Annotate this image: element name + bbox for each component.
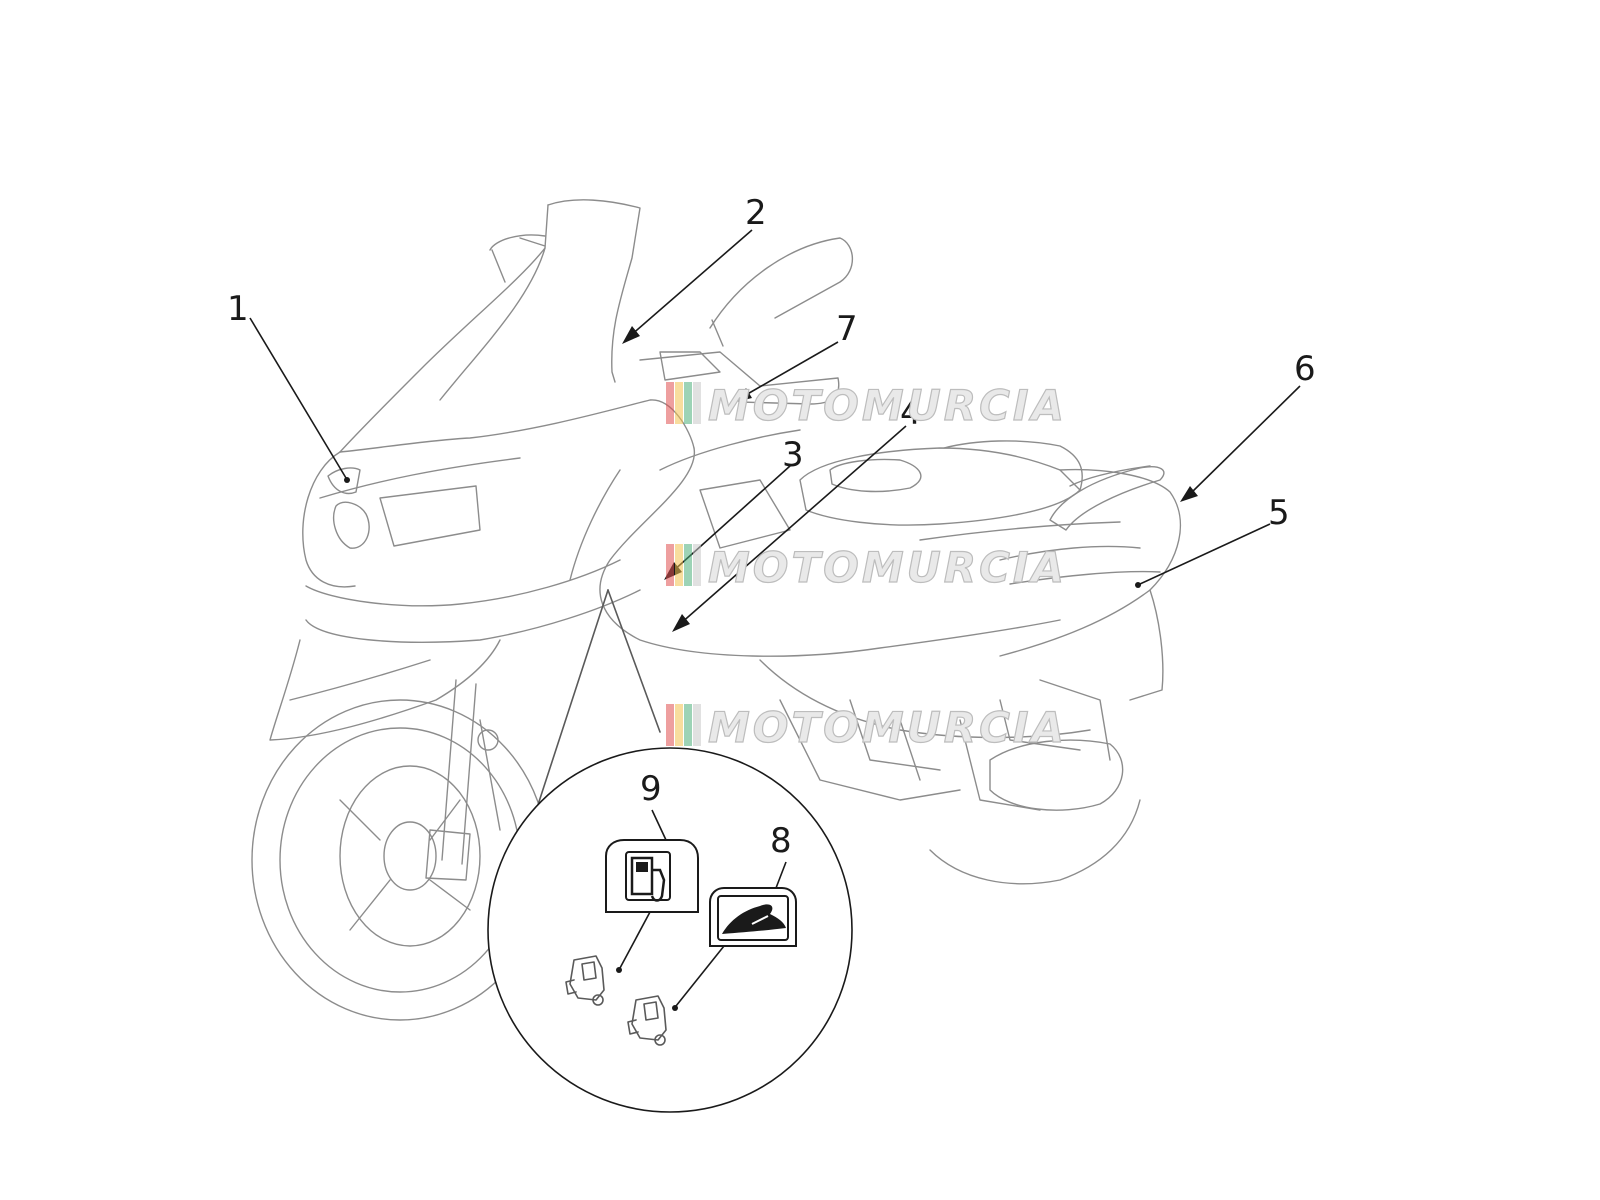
wm-stripe [684,382,692,424]
wm-stripe [666,382,674,424]
wm-stripe [666,704,674,746]
callout-5: 5 [1268,493,1290,533]
fuel-decal [605,839,699,913]
watermark-3: MOTOMURCIA [666,702,1067,753]
wm-stripe [675,382,683,424]
detail-view [487,589,853,1113]
wm-stripe [693,382,701,424]
latch-part-left [565,955,605,1006]
wm-stripe [684,704,692,746]
callout-7: 7 [836,309,858,349]
watermark-text: MOTOMURCIA [708,703,1067,752]
watermark-text: MOTOMURCIA [708,543,1067,592]
watermark-2: MOTOMURCIA [666,542,1067,593]
watermark-text: MOTOMURCIA [708,381,1067,430]
detail-circle [487,747,853,1113]
fuel-pump-icon [625,851,671,902]
seat-warning-icon [717,895,789,941]
callout-6: 6 [1294,349,1316,389]
wm-stripe [666,544,674,586]
callout-8: 8 [770,821,792,861]
callout-4: 4 [900,393,922,433]
wm-stripe [675,544,683,586]
latch-part-right [627,995,667,1046]
callout-2: 2 [745,193,767,233]
callout-9: 9 [640,769,662,809]
wm-stripe [684,544,692,586]
wm-stripe [693,544,701,586]
wm-stripe [675,704,683,746]
callout-3: 3 [782,435,804,475]
watermark-1: MOTOMURCIA [666,380,1067,431]
callout-1: 1 [227,289,249,329]
wm-stripe [693,704,701,746]
callout-numbers: 1 2 3 4 5 6 7 8 9 [227,193,1316,861]
seat-decal [709,887,797,947]
